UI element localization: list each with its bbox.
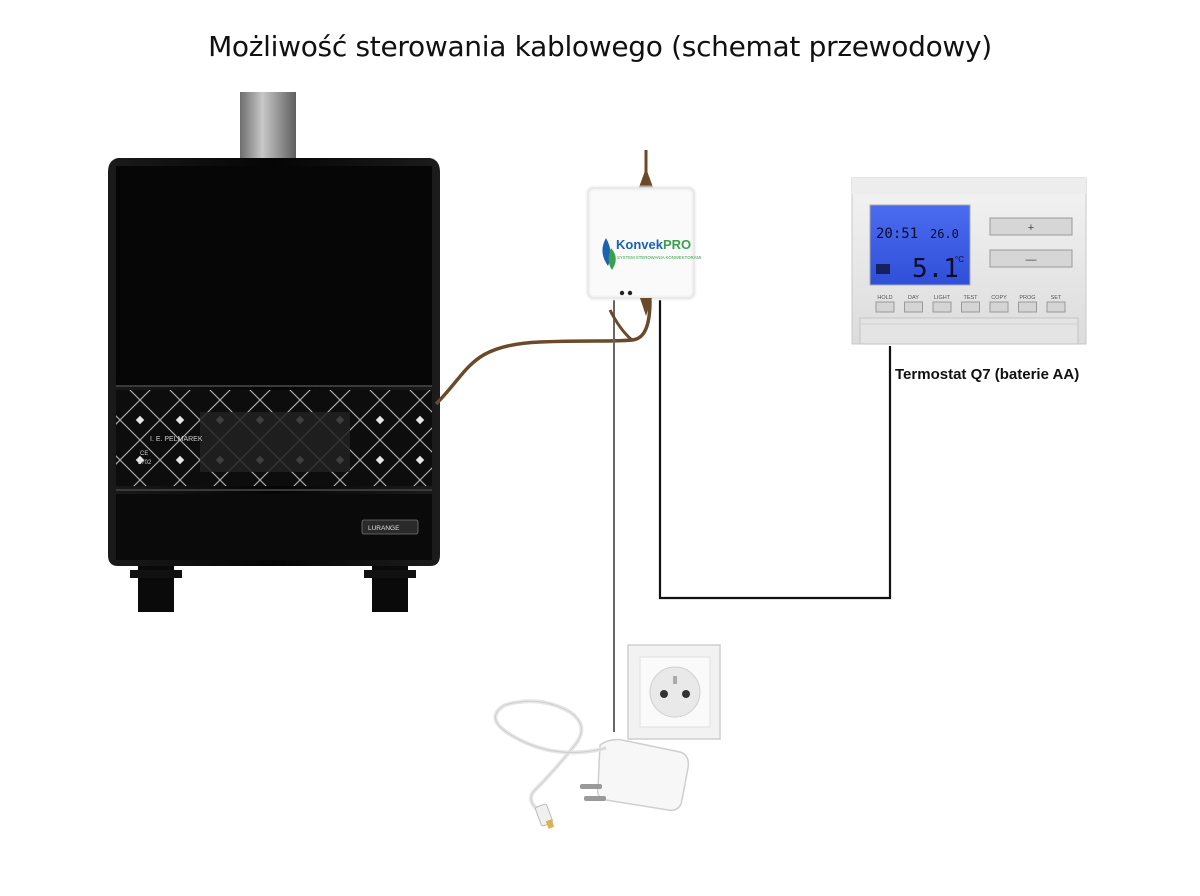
controller-brand: KonvekPRO — [616, 237, 691, 252]
thermostat-cover-flap — [859, 317, 1079, 345]
adapter-pin-bottom — [584, 796, 606, 801]
thermostat-button-label-light: LIGHT — [934, 295, 951, 301]
konvekpro-controller: KonvekPRO SYSTEM STEROWANIA KONWEKTORAMI — [585, 185, 701, 316]
lcd-time: 20:51 — [876, 226, 918, 242]
socket-hole-left — [660, 690, 668, 698]
wall-socket — [627, 644, 721, 740]
minus-button-label: — — [1026, 254, 1037, 266]
adapter-pin-top — [580, 784, 602, 789]
thermostat-q7: 20:51 26.0 5.1 °C + — HOLD DAY LIGHT TEST CO… — [851, 177, 1087, 345]
led-left — [619, 290, 625, 296]
controller-tagline: SYSTEM STEROWANIA KONWEKTORAMI — [617, 255, 701, 260]
convector-heater: I. E. PELMAREK CE 2702 LURANGE — [108, 92, 440, 612]
thermostat-button-label-copy: COPY — [991, 295, 1007, 301]
thermostat-wire — [658, 300, 892, 600]
plus-button-label: + — [1028, 222, 1034, 234]
lcd-unit: °C — [955, 255, 964, 264]
heater-burner-window — [200, 412, 350, 472]
diagram-title: Możliwość sterowania kablowego (schemat … — [208, 30, 992, 63]
thermostat-button-set[interactable] — [1046, 301, 1066, 313]
lcd-set-temp: 26.0 — [930, 227, 959, 241]
socket-earth-pin — [673, 676, 677, 684]
heater-brand-badge — [361, 519, 419, 535]
lcd-bars-icon — [876, 264, 890, 274]
heater-brown-cable — [434, 299, 652, 406]
thermostat-minus-button[interactable] — [989, 249, 1073, 268]
thermostat-button-hold[interactable] — [875, 301, 895, 313]
thermostat-button-test[interactable] — [961, 301, 980, 313]
thermostat-button-copy[interactable] — [989, 301, 1009, 313]
thermostat-button-prog[interactable] — [1018, 301, 1037, 313]
thermostat-plus-button[interactable] — [989, 217, 1073, 236]
power-adapter — [493, 699, 690, 829]
heater-panel-ce: CE — [140, 451, 148, 457]
leaf-logo-icon — [602, 238, 611, 266]
thermostat-button-label-test: TEST — [963, 295, 978, 301]
socket-hole-right — [682, 690, 690, 698]
thermostat-button-row: HOLD DAY LIGHT TEST COPY PROG SET — [875, 295, 1066, 313]
chimney-pipe — [240, 92, 296, 164]
thermostat-button-label-day: DAY — [908, 295, 919, 301]
brand-konvek: Konvek — [616, 237, 664, 252]
thermostat-button-day[interactable] — [904, 301, 923, 313]
heater-brand-text: LURANGE — [368, 525, 400, 532]
thermostat-button-label-hold: HOLD — [877, 295, 892, 301]
thermostat-button-light[interactable] — [932, 301, 952, 313]
adapter-cable-coil — [493, 699, 607, 814]
thermostat-button-label-prog: PROG — [1019, 295, 1035, 301]
thermostat-caption: Termostat Q7 (baterie AA) — [895, 366, 1080, 383]
heater-glass-top — [116, 166, 432, 386]
brand-pro: PRO — [663, 237, 691, 252]
lcd-room-temp: 5.1 — [912, 254, 959, 284]
heater-panel-label: I. E. PELMAREK — [150, 436, 203, 443]
led-right — [627, 290, 633, 296]
heater-panel-code: 2702 — [138, 460, 152, 466]
thermostat-button-label-set: SET — [1051, 295, 1062, 301]
